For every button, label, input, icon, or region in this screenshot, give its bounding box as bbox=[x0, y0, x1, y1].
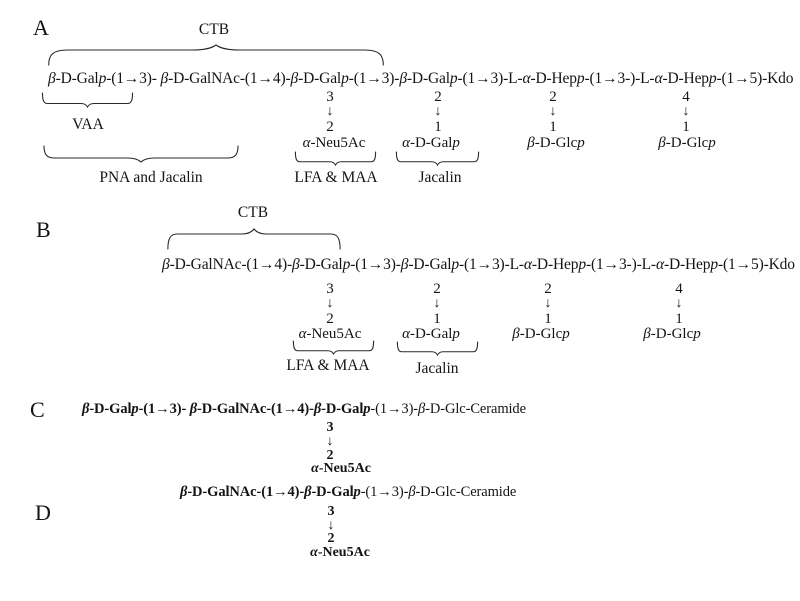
linkage-position: 4 bbox=[675, 281, 683, 297]
branch-sugar-neu5ac: α-Neu5Ac bbox=[298, 326, 362, 342]
jacalin-underbrace-a bbox=[396, 152, 479, 165]
linkage-position: 1 bbox=[682, 119, 690, 135]
branch-sugar-adgalp: α-D-Galp bbox=[402, 135, 460, 151]
down-arrow-icon: ↓ bbox=[326, 104, 334, 119]
vaa-underbrace-a bbox=[42, 93, 133, 107]
glycan-chain-c: β-D-Galp-(1→3)- β-D-GalNAc-(1→4)-β-D-Gal… bbox=[82, 401, 526, 417]
linkage-position: 4 bbox=[682, 89, 690, 105]
down-arrow-icon: ↓ bbox=[682, 104, 690, 119]
lfa-maa-underbrace-a bbox=[295, 152, 376, 165]
jacalin-label-a: Jacalin bbox=[418, 169, 462, 186]
down-arrow-icon: ↓ bbox=[549, 104, 557, 119]
down-arrow-icon: ↓ bbox=[433, 296, 441, 311]
linkage-position: 2 bbox=[326, 448, 334, 463]
pna-jacalin-underbrace-a bbox=[43, 146, 239, 162]
ctb-label-b: CTB bbox=[237, 204, 269, 221]
down-arrow-icon: ↓ bbox=[326, 434, 334, 449]
jacalin-label-b: Jacalin bbox=[415, 360, 459, 377]
down-arrow-icon: ↓ bbox=[544, 296, 552, 311]
glycan-chain-a: β-D-Galp-(1→3)- β-D-GalNAc-(1→4)-β-D-Gal… bbox=[48, 70, 794, 87]
panel-a-label: A bbox=[33, 15, 49, 40]
down-arrow-icon: ↓ bbox=[675, 296, 683, 311]
linkage-position: 2 bbox=[544, 281, 552, 297]
branch-sugar-bdglcp: β-D-Glcp bbox=[512, 326, 570, 342]
pna-jacalin-label-a: PNA and Jacalin bbox=[99, 169, 203, 186]
down-arrow-icon: ↓ bbox=[327, 518, 335, 533]
linkage-position: 1 bbox=[549, 119, 557, 135]
vaa-label-a: VAA bbox=[72, 116, 104, 133]
linkage-position: 3 bbox=[326, 89, 334, 105]
linkage-position: 2 bbox=[327, 531, 335, 546]
panel-d-label: D bbox=[35, 500, 51, 525]
panel-c-label: C bbox=[30, 397, 45, 422]
lfa-maa-label-a: LFA & MAA bbox=[294, 169, 378, 186]
linkage-position: 3 bbox=[327, 504, 335, 519]
panel-b-label: B bbox=[36, 217, 51, 242]
linkage-position: 1 bbox=[433, 311, 441, 327]
linkage-position: 1 bbox=[675, 311, 683, 327]
glycan-chain-d: β-D-GalNAc-(1→4)-β-D-Galp-(1→3)-β-D-Glc-… bbox=[180, 484, 517, 500]
branch-sugar-bdglcp: β-D-Glcp bbox=[527, 135, 585, 151]
linkage-position: 2 bbox=[549, 89, 557, 105]
lfa-maa-label-b: LFA & MAA bbox=[286, 357, 370, 374]
branch-sugar-bdglcp: β-D-Glcp bbox=[658, 135, 716, 151]
linkage-position: 3 bbox=[326, 281, 334, 297]
ctb-overbrace-a bbox=[47, 45, 385, 65]
lfa-maa-underbrace-b bbox=[293, 341, 374, 354]
linkage-position: 1 bbox=[434, 119, 442, 135]
ctb-label-a: CTB bbox=[198, 21, 230, 38]
linkage-position: 2 bbox=[326, 119, 334, 135]
ctb-overbrace-b bbox=[167, 229, 341, 249]
linkage-position: 2 bbox=[433, 281, 441, 297]
branch-sugar-bdglcp: β-D-Glcp bbox=[643, 326, 701, 342]
glycan-chain-b: β-D-GalNAc-(1→4)-β-D-Galp-(1→3)-β-D-Galp… bbox=[162, 256, 795, 273]
jacalin-underbrace-b bbox=[397, 342, 478, 355]
branch-sugar-neu5ac: α-Neu5Ac bbox=[302, 135, 366, 151]
down-arrow-icon: ↓ bbox=[434, 104, 442, 119]
branch-sugar-adgalp: α-D-Galp bbox=[402, 326, 460, 342]
branch-sugar-neu5ac: α-Neu5Ac bbox=[310, 545, 370, 560]
linkage-position: 2 bbox=[434, 89, 442, 105]
branch-sugar-neu5ac: α-Neu5Ac bbox=[311, 461, 371, 476]
linkage-position: 1 bbox=[544, 311, 552, 327]
down-arrow-icon: ↓ bbox=[326, 296, 334, 311]
linkage-position: 2 bbox=[326, 311, 334, 327]
linkage-position: 3 bbox=[326, 420, 334, 435]
